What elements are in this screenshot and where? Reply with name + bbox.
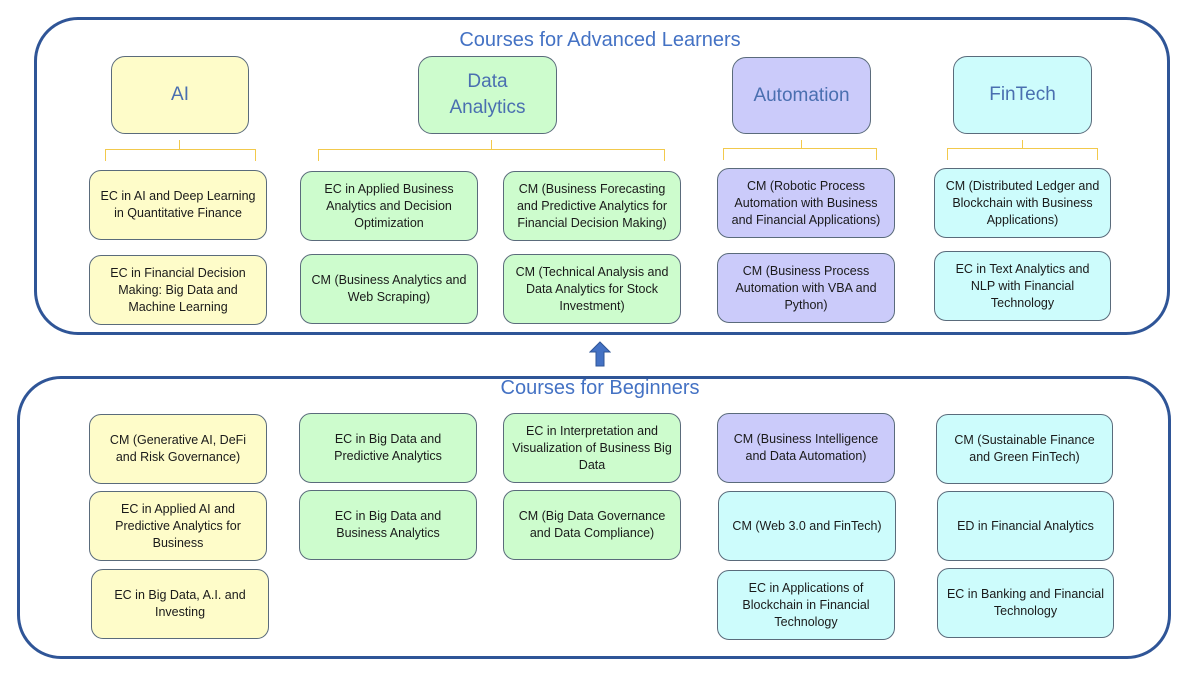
course-card: EC in Applications of Blockchain in Fina… (717, 570, 895, 640)
category-ai: AI (111, 56, 249, 134)
course-card: ED in Financial Analytics (937, 491, 1114, 561)
beginners-title: Courses for Beginners (500, 377, 700, 399)
course-card: CM (Web 3.0 and FinTech) (718, 491, 896, 561)
course-card: EC in Applied Business Analytics and Dec… (300, 171, 478, 241)
bracket-stem-automation (801, 140, 802, 149)
course-card: CM (Robotic Process Automation with Busi… (717, 168, 895, 238)
course-card: EC in AI and Deep Learning in Quantitati… (89, 170, 267, 240)
bracket-ai (105, 149, 256, 161)
category-fintech: FinTech (953, 56, 1092, 134)
course-card: CM (Generative AI, DeFi and Risk Governa… (89, 414, 267, 484)
course-card: CM (Big Data Governance and Data Complia… (503, 490, 681, 560)
course-card: CM (Business Intelligence and Data Autom… (717, 413, 895, 483)
bracket-data-analytics (318, 149, 665, 161)
course-card: EC in Big Data and Predictive Analytics (299, 413, 477, 483)
course-card: CM (Sustainable Finance and Green FinTec… (936, 414, 1113, 484)
bracket-fintech (947, 148, 1098, 160)
course-card: CM (Business Process Automation with VBA… (717, 253, 895, 323)
course-card: EC in Big Data and Business Analytics (299, 490, 477, 560)
bracket-automation (723, 148, 877, 160)
category-data-analytics: Data Analytics (418, 56, 557, 134)
course-card: EC in Big Data, A.I. and Investing (91, 569, 269, 639)
bracket-stem-ai (179, 140, 180, 149)
course-card: EC in Applied AI and Predictive Analytic… (89, 491, 267, 561)
course-card: EC in Banking and Financial Technology (937, 568, 1114, 638)
course-card: EC in Interpretation and Visualization o… (503, 413, 681, 483)
course-card: EC in Text Analytics and NLP with Financ… (934, 251, 1111, 321)
bracket-stem-fintech (1022, 140, 1023, 149)
course-card: CM (Technical Analysis and Data Analytic… (503, 254, 681, 324)
course-card: CM (Distributed Ledger and Blockchain wi… (934, 168, 1111, 238)
advanced-learners-title: Courses for Advanced Learners (459, 29, 741, 51)
bracket-stem-data-analytics (491, 140, 492, 149)
up-arrow-icon (589, 341, 611, 367)
course-card: EC in Financial Decision Making: Big Dat… (89, 255, 267, 325)
course-card: CM (Business Forecasting and Predictive … (503, 171, 681, 241)
category-automation: Automation (732, 57, 871, 134)
course-card: CM (Business Analytics and Web Scraping) (300, 254, 478, 324)
